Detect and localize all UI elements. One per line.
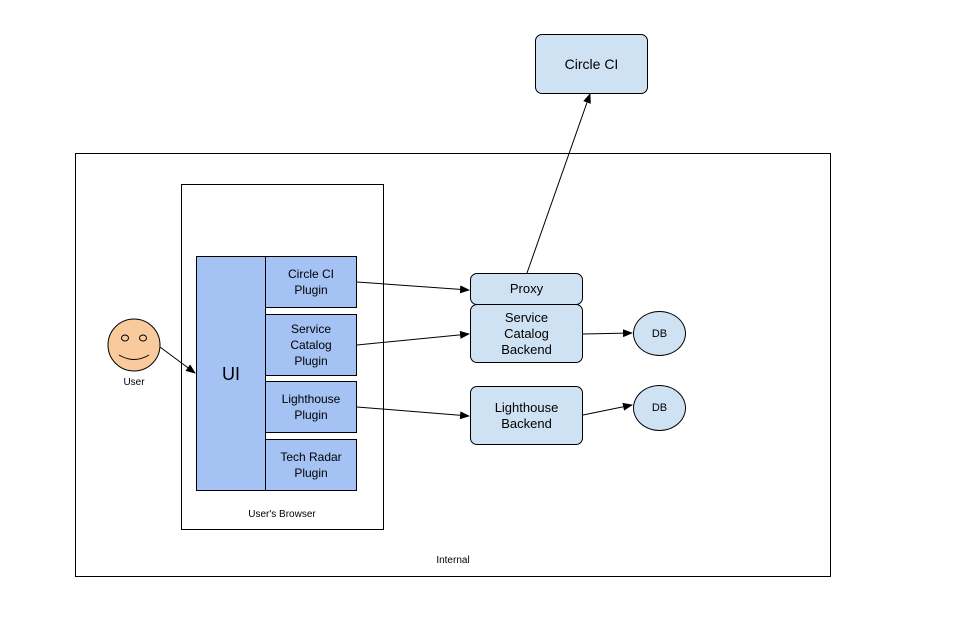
service-catalog-backend-line2: Catalog [504, 325, 549, 341]
lighthouse-plugin-line2: Plugin [294, 408, 328, 422]
lighthouse-plugin: Lighthouse Plugin [265, 381, 357, 433]
lighthouse-backend: Lighthouse Backend [470, 386, 583, 445]
circle-ci-plugin-line1: Circle CI [287, 267, 334, 281]
service-catalog-plugin-line1: Service [290, 322, 331, 336]
ui-block: UI [196, 256, 266, 491]
service-catalog-backend: Service Catalog Backend [470, 304, 583, 363]
user-label: User [123, 377, 145, 388]
service-catalog-backend-line3: Backend [501, 341, 552, 357]
service-catalog-backend-line1: Service [504, 309, 549, 325]
service-catalog-plugin-line3: Plugin [294, 354, 328, 368]
tech-radar-plugin-line2: Plugin [294, 466, 328, 480]
internal-label: Internal [436, 555, 470, 566]
tech-radar-plugin-line1: Tech Radar [280, 450, 342, 464]
lighthouse-backend-line2: Backend [501, 415, 552, 431]
proxy-label: Proxy [509, 281, 544, 296]
circle-ci-label: Circle CI [564, 56, 619, 72]
service-catalog-db: DB [633, 311, 686, 356]
lighthouse-db: DB [633, 385, 686, 431]
proxy-backend: Proxy [470, 273, 583, 305]
tech-radar-plugin: Tech Radar Plugin [265, 439, 357, 491]
lighthouse-db-label: DB [651, 402, 668, 414]
circle-ci-plugin: Circle CI Plugin [265, 256, 357, 308]
users-browser-label: User's Browser [248, 509, 316, 520]
circle-ci-plugin-line2: Plugin [294, 283, 328, 297]
service-catalog-db-label: DB [651, 327, 668, 340]
lighthouse-backend-line1: Lighthouse [494, 399, 559, 415]
circle-ci-service: Circle CI [535, 34, 648, 94]
internal-boundary [75, 153, 831, 577]
service-catalog-plugin: Service Catalog Plugin [265, 314, 357, 376]
ui-label: UI [222, 363, 240, 384]
lighthouse-plugin-line1: Lighthouse [281, 392, 341, 406]
service-catalog-plugin-line2: Catalog [290, 338, 332, 352]
